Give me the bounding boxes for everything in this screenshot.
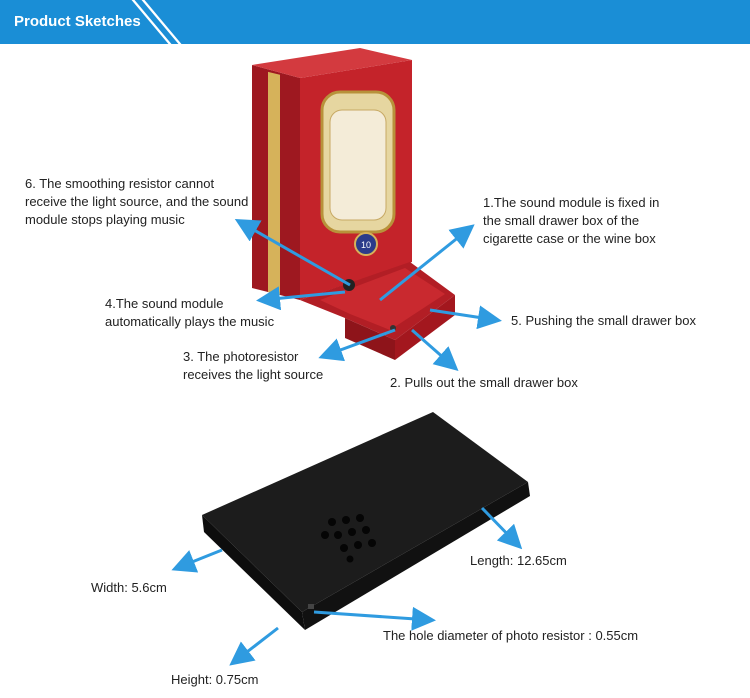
box-side-gold-stripe	[268, 71, 280, 295]
section-title: Product Sketches	[14, 13, 141, 30]
arrow-note5	[429, 305, 502, 330]
sketch1-arrows	[234, 219, 502, 371]
arrow-note6	[234, 219, 351, 287]
arrow-note4	[256, 286, 346, 311]
arrow-height	[229, 626, 279, 666]
wine-box-photo: 10	[252, 48, 455, 360]
module-top	[202, 412, 528, 612]
arrow-hole	[313, 606, 436, 631]
note-sound-module-fixed: 1.The sound module is fixed in the small…	[483, 195, 660, 246]
note-plays-music: 4.The sound module automatically plays t…	[105, 296, 275, 329]
note-photoresistor: 3. The photoresistor receives the light …	[183, 349, 324, 382]
dimension-length: Length: 12.65cm	[470, 553, 567, 568]
note-pushing-drawer: 5. Pushing the small drawer box	[511, 313, 696, 328]
box-window-image	[329, 109, 387, 221]
module-side-edge	[302, 482, 530, 630]
sketch2-arrows	[171, 506, 523, 666]
note-smoothing-resistor: 6. The smoothing resistor cannot receive…	[25, 176, 249, 227]
box-badge	[354, 232, 378, 256]
section-banner	[0, 0, 750, 44]
speaker-holes	[321, 514, 376, 563]
arrow-note1	[379, 224, 475, 302]
sound-module-photo	[202, 412, 530, 630]
photo-resistor-hole	[308, 604, 314, 609]
arrow-note3	[318, 328, 396, 362]
box-top	[252, 48, 412, 78]
dimension-width: Width: 5.6cm	[91, 580, 167, 595]
arrow-length	[480, 506, 523, 550]
module-front-edge	[202, 515, 305, 630]
note-pulls-drawer: 2. Pulls out the small drawer box	[390, 375, 578, 390]
arrow-note2	[411, 328, 459, 371]
arrow-width	[171, 548, 223, 573]
dimension-hole: The hole diameter of photo resistor : 0.…	[383, 628, 639, 643]
box-badge-number: 10	[361, 240, 371, 250]
dimension-height: Height: 0.75cm	[171, 672, 259, 687]
